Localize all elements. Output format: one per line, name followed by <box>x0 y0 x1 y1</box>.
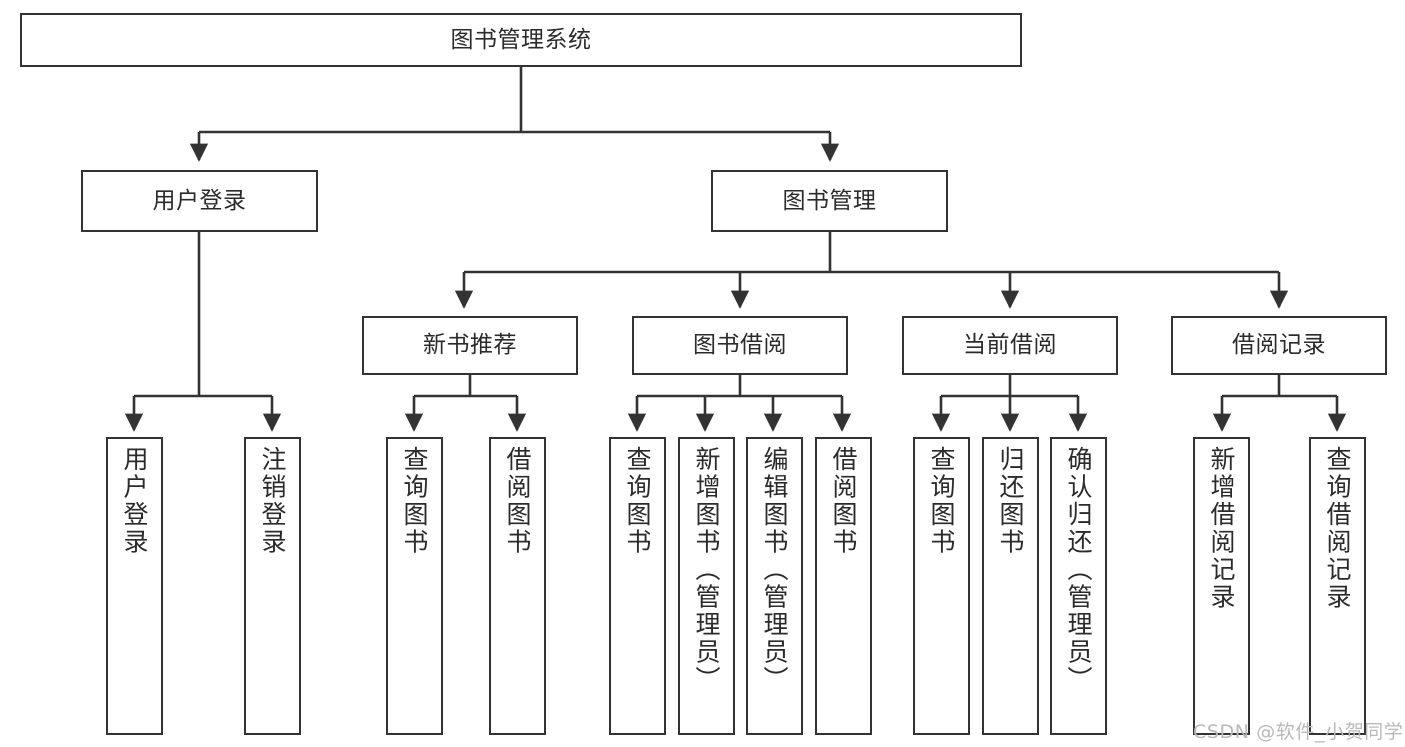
node-label: 图书管理系统 <box>450 26 592 53</box>
node-label: 查询图书 <box>400 446 429 556</box>
leaf-user-login-login[interactable]: 用户登录 <box>106 437 163 735</box>
node-label: 借阅记录 <box>1232 332 1326 359</box>
csdn-watermark: CSDN @软件_小贺同学 <box>1193 721 1404 743</box>
leaf-borrow-query-book[interactable]: 查询图书 <box>609 437 666 735</box>
node-book-borrow[interactable]: 图书借阅 <box>632 316 848 375</box>
node-new-book-recommend[interactable]: 新书推荐 <box>362 316 578 375</box>
leaf-borrow-add-book-admin[interactable]: 新增图书（管理员） <box>678 437 735 735</box>
node-book-management[interactable]: 图书管理 <box>711 170 948 232</box>
node-label: 注销登录 <box>258 446 287 556</box>
node-label: 当前借阅 <box>963 332 1057 359</box>
leaf-borrow-edit-book-admin[interactable]: 编辑图书（管理员） <box>746 437 803 735</box>
node-label: 查询借阅记录 <box>1323 446 1352 611</box>
node-label: 用户登录 <box>152 187 247 214</box>
node-borrow-record[interactable]: 借阅记录 <box>1171 316 1387 375</box>
leaf-borrow-borrow-book[interactable]: 借阅图书 <box>815 437 872 735</box>
leaf-current-return-book[interactable]: 归还图书 <box>982 437 1039 735</box>
leaf-record-add-record[interactable]: 新增借阅记录 <box>1193 437 1250 735</box>
node-label: 图书借阅 <box>693 332 787 359</box>
node-root-system[interactable]: 图书管理系统 <box>20 13 1022 67</box>
node-label: 新书推荐 <box>423 332 517 359</box>
node-label: 编辑图书（管理员） <box>760 446 789 694</box>
leaf-user-login-logout[interactable]: 注销登录 <box>244 437 301 735</box>
node-label: 确认归还（管理员） <box>1064 446 1093 694</box>
node-label: 借阅图书 <box>503 446 532 556</box>
node-label: 借阅图书 <box>829 446 858 556</box>
node-user-login[interactable]: 用户登录 <box>81 170 318 232</box>
node-current-borrow[interactable]: 当前借阅 <box>902 316 1118 375</box>
leaf-recommend-borrow-book[interactable]: 借阅图书 <box>489 437 546 735</box>
node-label: 查询图书 <box>927 446 956 556</box>
node-label: 归还图书 <box>996 446 1025 556</box>
node-label: 查询图书 <box>623 446 652 556</box>
node-label: 图书管理 <box>782 187 877 214</box>
node-label: 新增借阅记录 <box>1207 446 1236 611</box>
leaf-recommend-query-book[interactable]: 查询图书 <box>386 437 443 735</box>
leaf-current-query-book[interactable]: 查询图书 <box>913 437 970 735</box>
node-label: 用户登录 <box>120 446 149 556</box>
node-label: 新增图书（管理员） <box>692 446 721 694</box>
leaf-record-query-record[interactable]: 查询借阅记录 <box>1309 437 1366 735</box>
leaf-current-confirm-return-admin[interactable]: 确认归还（管理员） <box>1050 437 1107 735</box>
